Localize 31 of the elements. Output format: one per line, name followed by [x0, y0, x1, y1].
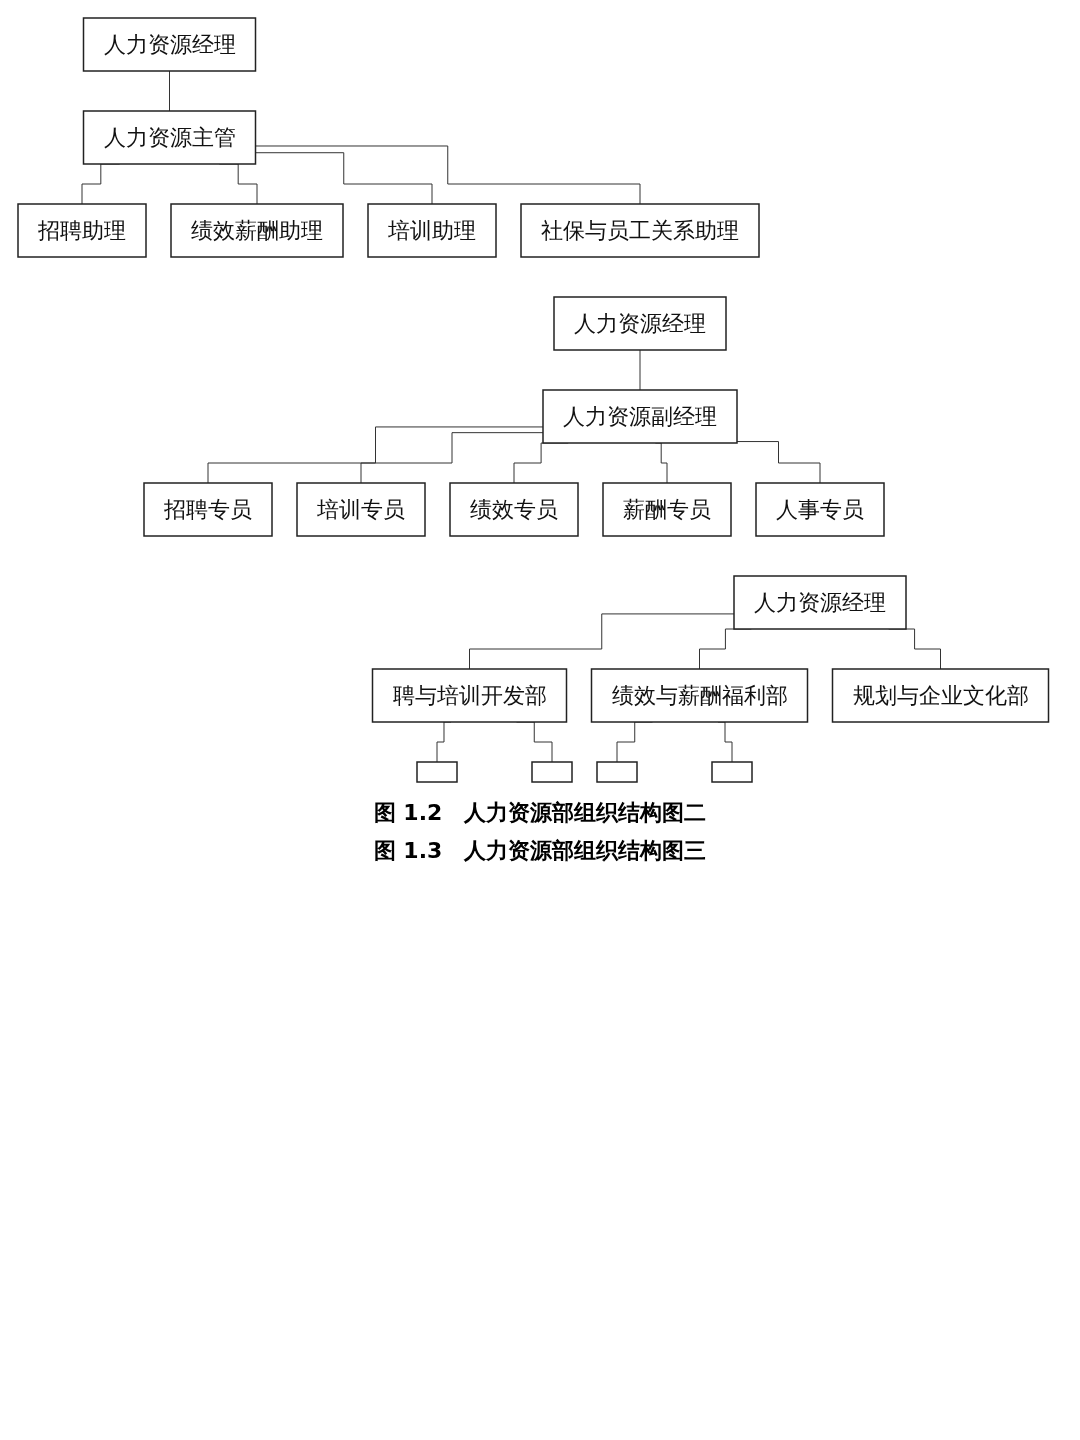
node-box [416, 761, 458, 783]
connector [639, 349, 641, 391]
node-box [531, 761, 573, 783]
node-box: 人力资源副经理 [542, 389, 738, 444]
figure-caption: 图 1.2 人力资源部组织结构图二 [372, 799, 708, 827]
connector [169, 70, 170, 112]
node-box: 培训助理 [367, 203, 497, 258]
node-box: 人力资源经理 [733, 575, 907, 630]
node-box: 薪酬专员 [602, 482, 732, 537]
node-box: 聘与培训开发部 [371, 668, 568, 723]
node-box: 绩效专员 [449, 482, 579, 537]
node-box [596, 761, 638, 783]
connector [255, 152, 433, 205]
connector [255, 145, 641, 205]
node-box: 人事专员 [755, 482, 885, 537]
node-box: 绩效薪酬助理 [170, 203, 344, 258]
node-box: 人力资源经理 [82, 17, 257, 72]
node-box: 社保与员工关系助理 [520, 203, 760, 258]
node-box: 培训专员 [296, 482, 426, 537]
node-box: 招聘助理 [17, 203, 147, 258]
connector [360, 432, 544, 484]
connector [207, 426, 544, 484]
node-box: 人力资源经理 [553, 296, 727, 351]
node-box: 绩效与薪酬福利部 [590, 668, 809, 723]
figure-caption: 图 1.3 人力资源部组织结构图三 [372, 837, 708, 865]
node-box: 规划与企业文化部 [831, 668, 1050, 723]
connector [469, 613, 735, 670]
node-box: 人力资源主管 [82, 110, 257, 165]
node-box [711, 761, 753, 783]
connector [736, 441, 821, 484]
node-box: 招聘专员 [143, 482, 273, 537]
